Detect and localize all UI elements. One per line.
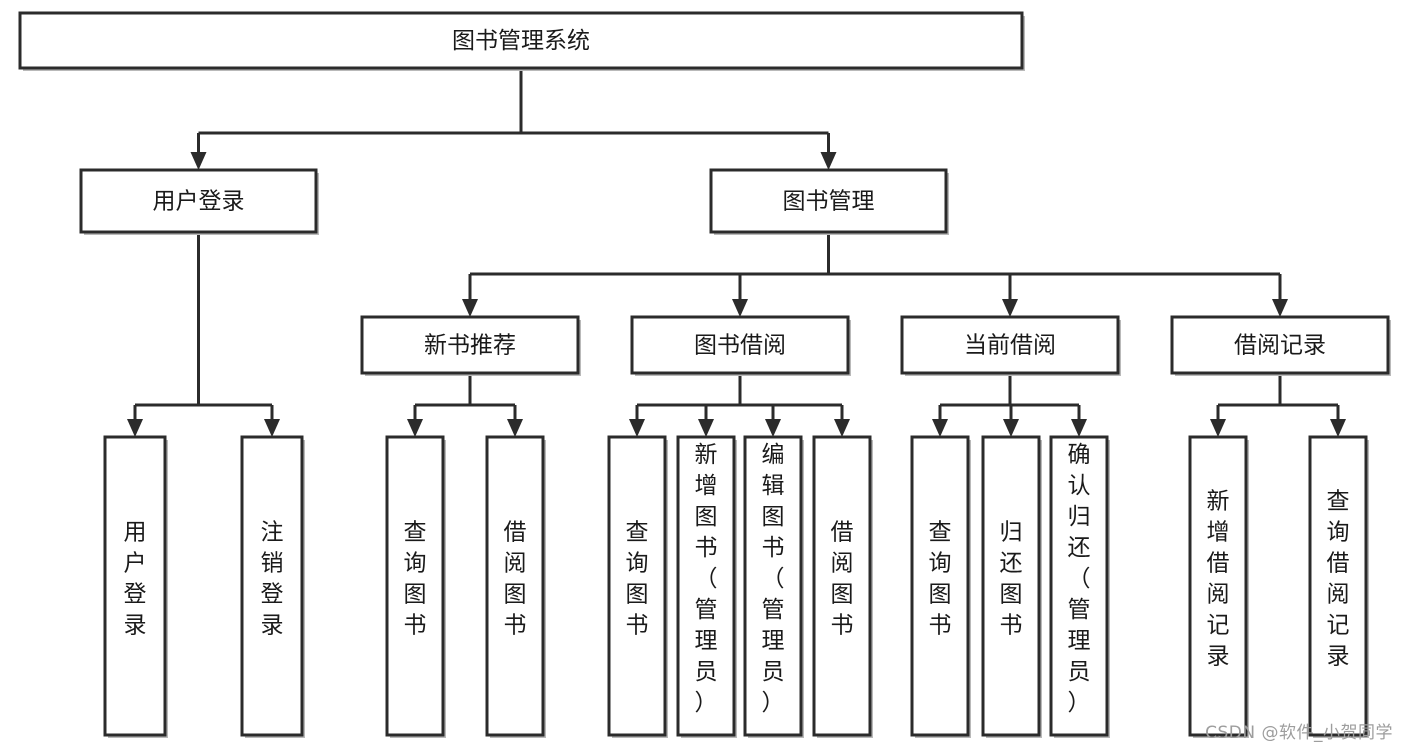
node-label: 用户登录	[153, 189, 245, 215]
arrow-head-icon	[407, 419, 423, 437]
arrow-head-icon	[765, 419, 781, 437]
box-outline	[1308, 435, 1368, 737]
node-label: 新增图书（管理员）	[695, 442, 718, 716]
box-outline	[1049, 435, 1109, 737]
node-box-root[interactable]: 图书管理系统	[18, 11, 1025, 71]
node-box-add-borrow-record[interactable]: 新增借阅记录	[1188, 435, 1249, 738]
node-label: 查询图书	[626, 520, 649, 639]
box-outline	[910, 435, 970, 737]
node-box-user-login-leaf[interactable]: 用户登录	[103, 435, 168, 738]
arrow-head-icon	[264, 419, 280, 437]
arrow-head-icon	[1210, 419, 1226, 437]
box-outline	[630, 315, 850, 375]
arrow-head-icon	[1002, 299, 1018, 317]
arrow-head-icon	[820, 152, 837, 170]
arrow-head-icon	[190, 152, 207, 170]
box-outline	[709, 168, 948, 234]
node-box-query-book-3[interactable]: 查询图书	[910, 435, 971, 738]
node-label: 查询借阅记录	[1327, 489, 1350, 670]
node-box-add-book-admin[interactable]: 新增图书（管理员）	[676, 435, 737, 738]
node-box-user-logout-leaf[interactable]: 注销登录	[240, 435, 305, 738]
box-outline	[812, 435, 872, 737]
node-box-book-management[interactable]: 图书管理	[709, 168, 949, 235]
arrow-head-icon	[1272, 299, 1288, 317]
box-outline	[1188, 435, 1248, 737]
arrow-head-icon	[1330, 419, 1346, 437]
node-label: 确认归还（管理员）	[1068, 442, 1091, 716]
node-box-query-book-1[interactable]: 查询图书	[385, 435, 446, 738]
arrow-head-icon	[1071, 419, 1087, 437]
node-label: 新增借阅记录	[1207, 489, 1230, 670]
node-label: 查询图书	[929, 520, 952, 639]
box-outline	[360, 315, 580, 375]
node-label: 当前借阅	[964, 333, 1056, 359]
node-label: 图书借阅	[694, 333, 786, 359]
node-label: 归还图书	[1000, 520, 1023, 639]
node-box-user-login[interactable]: 用户登录	[79, 168, 319, 235]
box-outline	[79, 168, 318, 234]
arrow-head-icon	[834, 419, 850, 437]
arrow-head-icon	[507, 419, 523, 437]
box-outline	[676, 435, 736, 737]
box-outline	[103, 435, 167, 737]
box-outline	[900, 315, 1120, 375]
node-label: 新书推荐	[424, 333, 516, 359]
node-label: 用户登录	[124, 520, 147, 639]
csdn-watermark: CSDN @软件_小贺同学	[1205, 723, 1393, 743]
box-outline	[1170, 315, 1390, 375]
node-box-new-book-recommend[interactable]: 新书推荐	[360, 315, 581, 376]
box-outline	[385, 435, 445, 737]
node-box-current-borrow[interactable]: 当前借阅	[900, 315, 1121, 376]
node-box-confirm-return-admin[interactable]: 确认归还（管理员）	[1049, 435, 1110, 738]
node-label: 查询图书	[404, 520, 427, 639]
arrow-head-icon	[698, 419, 714, 437]
node-box-edit-book-admin[interactable]: 编辑图书（管理员）	[743, 435, 804, 738]
box-outline	[981, 435, 1041, 737]
node-label: 借阅记录	[1234, 333, 1326, 359]
node-box-borrow-book-2[interactable]: 借阅图书	[812, 435, 873, 738]
arrow-head-icon	[732, 299, 748, 317]
box-outline	[485, 435, 545, 737]
connector-lines-group	[127, 68, 1346, 437]
node-label: 编辑图书（管理员）	[762, 442, 785, 716]
node-box-return-book[interactable]: 归还图书	[981, 435, 1042, 738]
node-box-query-book-2[interactable]: 查询图书	[607, 435, 668, 738]
arrow-head-icon	[127, 419, 143, 437]
node-box-borrow-records[interactable]: 借阅记录	[1170, 315, 1391, 376]
arrow-head-icon	[932, 419, 948, 437]
box-outline	[743, 435, 803, 737]
node-box-query-borrow-record[interactable]: 查询借阅记录	[1308, 435, 1369, 738]
node-label: 图书管理系统	[452, 28, 590, 54]
arrow-head-icon	[1003, 419, 1019, 437]
box-outline	[18, 11, 1024, 70]
node-label: 图书管理	[783, 189, 875, 215]
node-box-borrow-book-1[interactable]: 借阅图书	[485, 435, 546, 738]
node-label: 借阅图书	[831, 520, 854, 639]
box-outline	[607, 435, 667, 737]
node-boxes-group: 图书管理系统用户登录用户登录注销登录图书管理新书推荐查询图书借阅图书图书借阅查询…	[18, 11, 1391, 738]
arrow-head-icon	[629, 419, 645, 437]
box-outline	[240, 435, 304, 737]
node-label: 注销登录	[261, 520, 284, 639]
arrow-head-icon	[462, 299, 478, 317]
node-box-book-borrow[interactable]: 图书借阅	[630, 315, 851, 376]
node-label: 借阅图书	[504, 520, 527, 639]
